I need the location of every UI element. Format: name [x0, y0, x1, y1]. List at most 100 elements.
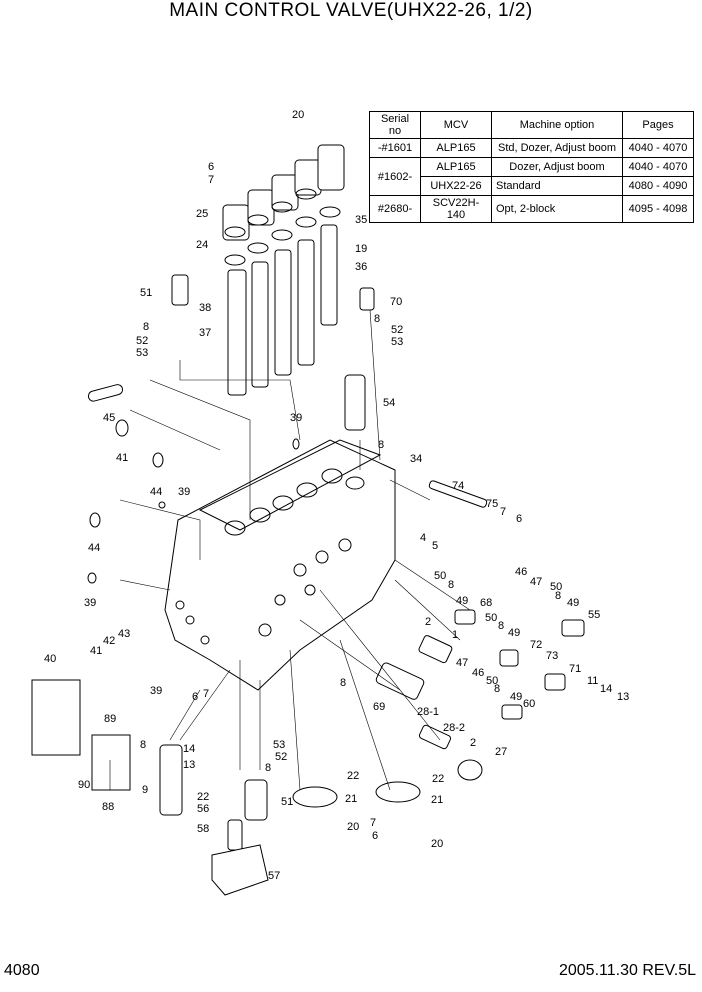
callout-label: 28-1 — [417, 706, 439, 718]
callout-label: 13 — [183, 759, 195, 771]
callout-label: 74 — [452, 480, 464, 492]
callout-label: 50 — [486, 675, 498, 687]
callout-label: 43 — [118, 628, 130, 640]
callout-label: 50 — [485, 612, 497, 624]
callout-label: 6 — [372, 830, 378, 842]
callout-label: 75 — [486, 498, 498, 510]
callout-label: 7 — [500, 506, 506, 518]
callout-label: 51 — [281, 796, 293, 808]
callout-label: 90 — [78, 779, 90, 791]
table-cell: 4040 - 4070 — [622, 157, 694, 177]
callout-label: 21 — [345, 793, 357, 805]
page-number: 4080 — [4, 962, 40, 979]
callout-label: 22 — [197, 791, 209, 803]
table-cell: Opt, 2-block — [491, 195, 623, 223]
callout-label: 8 — [143, 321, 149, 333]
callout-label: 39 — [290, 412, 302, 424]
callout-label: 49 — [510, 691, 522, 703]
callout-label: 56 — [197, 803, 209, 815]
callout-label: 68 — [480, 597, 492, 609]
spools — [222, 144, 345, 396]
callout-label: 58 — [197, 823, 209, 835]
callout-label: 57 — [268, 870, 280, 882]
table-cell: UHX22-26 — [420, 176, 492, 196]
callout-label: 49 — [567, 597, 579, 609]
callout-label: 36 — [355, 261, 367, 273]
serial-table: Serial no MCV Machine option Pages -#160… — [369, 111, 694, 223]
table-row: UHX22-26 Standard 4080 - 4090 — [370, 176, 694, 196]
callout-label: 7 — [370, 817, 376, 829]
callout-label: 41 — [116, 452, 128, 464]
valve-body — [164, 439, 396, 691]
callout-label: 52 — [391, 324, 403, 336]
callout-label: 53 — [391, 336, 403, 348]
table-cell: Std, Dozer, Adjust boom — [491, 138, 623, 158]
callout-label: 53 — [136, 347, 148, 359]
callout-label: 69 — [373, 701, 385, 713]
callout-label: 6 — [516, 513, 522, 525]
callout-label: 47 — [530, 576, 542, 588]
callout-label: 34 — [410, 453, 422, 465]
callout-label: 73 — [546, 650, 558, 662]
header-pages: Pages — [622, 111, 694, 139]
callout-label: 2 — [470, 737, 476, 749]
callout-label: 52 — [275, 751, 287, 763]
callout-label: 5 — [432, 540, 438, 552]
callout-label: 39 — [150, 685, 162, 697]
callout-label: 46 — [472, 667, 484, 679]
callout-label: 9 — [142, 784, 148, 796]
callout-label: 27 — [495, 746, 507, 758]
sub-assemblies — [31, 274, 585, 896]
callout-label: 54 — [383, 397, 395, 409]
callout-label: 46 — [515, 566, 527, 578]
callout-label: 4 — [420, 532, 426, 544]
callout-label: 44 — [150, 486, 162, 498]
callout-label: 37 — [199, 327, 211, 339]
callout-label: 28-2 — [443, 722, 465, 734]
callout-label: 7 — [203, 688, 209, 700]
callout-label: 72 — [530, 639, 542, 651]
callout-label: 52 — [136, 335, 148, 347]
callout-label: 71 — [569, 663, 581, 675]
callout-label: 20 — [292, 109, 304, 121]
callout-label: 14 — [600, 683, 612, 695]
callout-label: 22 — [432, 773, 444, 785]
revision-date: 2005.11.30 REV.5L — [558, 962, 696, 979]
callout-label: 60 — [523, 698, 535, 710]
table-row: -#1601 ALP165 Std, Dozer, Adjust boom 40… — [369, 138, 694, 158]
callout-label: 88 — [102, 801, 114, 813]
callout-label: 50 — [434, 570, 446, 582]
callout-label: 47 — [456, 657, 468, 669]
callout-label: 8 — [555, 590, 561, 602]
callout-label: 20 — [431, 838, 443, 850]
callout-label: 7 — [208, 174, 214, 186]
callout-label: 53 — [273, 739, 285, 751]
table-cell: ALP165 — [420, 157, 492, 177]
callout-label: 1 — [452, 629, 458, 641]
callout-label: 39 — [84, 597, 96, 609]
callout-label: 20 — [347, 821, 359, 833]
callout-label: 45 — [103, 412, 115, 424]
page-title: MAIN CONTROL VALVE(UHX22-26, 1/2) — [169, 0, 533, 21]
callout-label: 8 — [378, 439, 384, 451]
table-header-row: Serial no MCV Machine option Pages — [369, 111, 694, 139]
callout-label: 35 — [355, 214, 367, 226]
table-cell: Dozer, Adjust boom — [491, 157, 623, 177]
callout-label: 25 — [196, 208, 208, 220]
callout-label: 50 — [550, 581, 562, 593]
callout-label: 49 — [508, 627, 520, 639]
callout-label: 41 — [90, 645, 102, 657]
callout-label: 13 — [617, 691, 629, 703]
callout-label: 8 — [374, 313, 380, 325]
table-cell: SCV22H-140 — [420, 195, 492, 223]
table-cell: 4040 - 4070 — [622, 138, 694, 158]
callout-label: 8 — [140, 739, 146, 751]
callout-label: 38 — [199, 302, 211, 314]
callout-label: 39 — [178, 486, 190, 498]
table-cell: -#1601 — [369, 138, 421, 158]
callout-label: 2 — [425, 616, 431, 628]
callout-label: 70 — [390, 296, 402, 308]
callout-label: 55 — [588, 609, 600, 621]
